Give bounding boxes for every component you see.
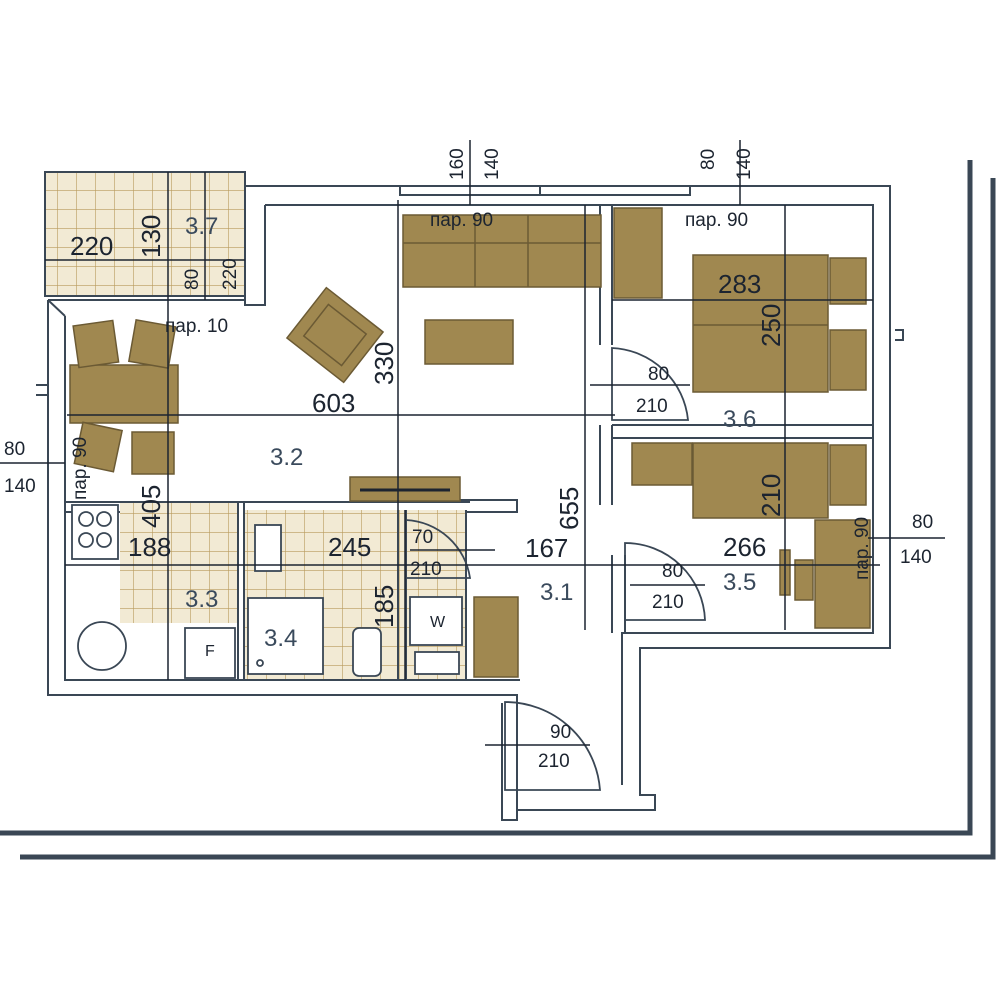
right-window-height: 140 (900, 547, 932, 568)
room-3-7: 3.7 (185, 213, 218, 240)
balcony-length: 220 (70, 231, 113, 261)
room-3-6: 3.6 (723, 406, 756, 433)
dining-width: 405 (136, 485, 166, 528)
living-width: 330 (369, 342, 399, 385)
room-3-3: 3.3 (185, 586, 218, 613)
room-3-1: 3.1 (540, 579, 573, 606)
par-90-left: пар. 90 (70, 437, 91, 500)
dimension-lines (0, 140, 945, 746)
left-window-width: 80 (4, 439, 25, 460)
balcony-opening-width: 80 (182, 269, 203, 290)
top-window-a-height: 140 (482, 148, 503, 180)
labels: 220 130 3.7 80 220 пар. 10 160 140 пар. … (4, 148, 933, 772)
living-length: 603 (312, 388, 355, 418)
washer-label: W (430, 614, 446, 631)
doors (405, 347, 706, 791)
room-3-5: 3.5 (723, 569, 756, 596)
bedroom-door-width: 80 (648, 364, 669, 385)
right-window-width: 80 (912, 512, 933, 533)
bath-door-height: 210 (410, 559, 442, 580)
par-10-label: пар. 10 (165, 316, 228, 337)
top-window-a-width: 160 (447, 148, 468, 180)
bath-door-width: 70 (412, 527, 433, 548)
balcony-floor (44, 171, 246, 297)
entry-door-height: 210 (538, 751, 570, 772)
par-90-living: пар. 90 (430, 210, 493, 231)
bedroom-width: 250 (756, 304, 786, 347)
bath-width: 185 (369, 585, 399, 628)
par-90-right: пар. 90 (852, 517, 873, 580)
fixtures (71, 504, 463, 679)
room35-width: 210 (756, 474, 786, 517)
hall-width: 655 (554, 487, 584, 530)
fridge-label: F (205, 643, 215, 660)
room-3-2: 3.2 (270, 444, 303, 471)
room35-door-height: 210 (652, 592, 684, 613)
room-3-4: 3.4 (264, 625, 297, 652)
left-window-height: 140 (4, 476, 36, 497)
site-boundary (0, 160, 996, 860)
top-window-b-width: 80 (698, 149, 719, 170)
hall-length: 167 (525, 533, 568, 563)
bedroom-length: 283 (718, 269, 761, 299)
par-90-bedroom: пар. 90 (685, 210, 748, 231)
kitchen-length: 188 (128, 532, 171, 562)
furniture (69, 207, 871, 678)
room35-door-width: 80 (662, 561, 683, 582)
bath-length: 245 (328, 532, 371, 562)
room35-length: 266 (723, 532, 766, 562)
balcony-width: 130 (136, 215, 166, 258)
bedroom-door-height: 210 (636, 396, 668, 417)
kitchen-floor (120, 503, 238, 623)
balcony-opening-height: 220 (220, 258, 241, 290)
entry-door-width: 90 (550, 722, 571, 743)
top-window-b-height: 140 (734, 148, 755, 180)
